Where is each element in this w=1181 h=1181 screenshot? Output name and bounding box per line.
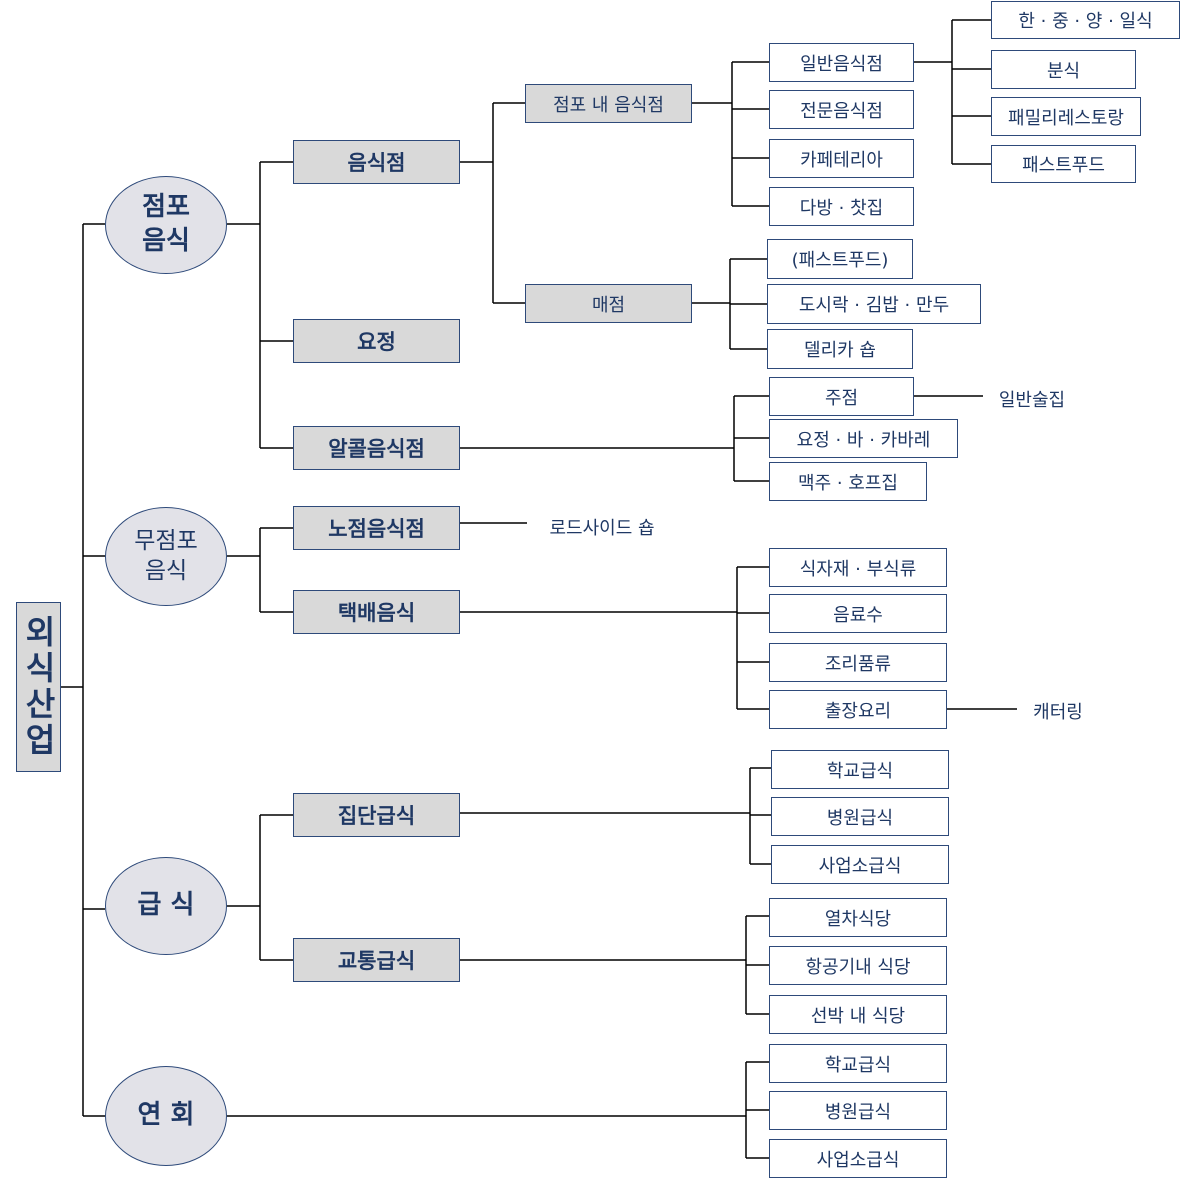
yojeong-bar-cabaret-box: 요정 · 바 · 카바레 [769, 419, 958, 458]
fastfood-paren-box: (패스트푸드) [767, 239, 913, 279]
hospital-meal-box: 병원급식 [771, 797, 949, 836]
train-dining-box: 열차식당 [769, 898, 947, 937]
alcohol-restaurant-box: 알콜음식점 [293, 426, 460, 470]
banquet-workplace-meal-box: 사업소급식 [769, 1139, 947, 1178]
school-meal-box: 학교급식 [771, 750, 949, 789]
category-meal-service: 급 식 [105, 857, 227, 955]
ship-dining-box: 선박 내 식당 [769, 995, 947, 1034]
deli-shop-box: 델리카 숍 [767, 329, 913, 369]
kiosk-box: 매점 [525, 284, 692, 323]
korean-chinese-western-japanese-box: 한 · 중 · 양 · 일식 [991, 1, 1180, 39]
yojeong-box: 요정 [293, 319, 460, 363]
airline-dining-box: 항공기내 식당 [769, 946, 947, 985]
catering-label: 캐터링 [1033, 702, 1083, 723]
general-pub-label: 일반술집 [998, 390, 1066, 411]
roadside-shop-label: 로드사이드 숍 [549, 518, 655, 539]
fastfood-box: 패스트푸드 [991, 145, 1136, 183]
banquet-school-meal-box: 학교급식 [769, 1044, 947, 1083]
category-banquet: 연 회 [105, 1066, 227, 1166]
ingredients-box: 식자재 · 부식류 [769, 548, 947, 587]
category-nonstore-food: 무점포 음식 [105, 507, 227, 606]
street-stall-box: 노점음식점 [293, 506, 460, 550]
restaurant-box: 음식점 [293, 140, 460, 184]
bunsik-box: 분식 [991, 50, 1136, 89]
workplace-meal-box: 사업소급식 [771, 845, 949, 884]
beer-hof-box: 맥주 · 호프집 [769, 462, 927, 501]
delivery-food-box: 택배음식 [293, 590, 460, 634]
general-restaurant-box: 일반음식점 [769, 43, 914, 82]
family-restaurant-box: 패밀리레스토랑 [991, 97, 1141, 136]
group-meal-box: 집단급식 [293, 793, 460, 837]
cafeteria-box: 카페테리아 [769, 139, 914, 178]
beverage-box: 음료수 [769, 594, 947, 633]
category-store-food: 점포 음식 [105, 176, 227, 274]
specialty-restaurant-box: 전문음식점 [769, 90, 914, 129]
teahouse-box: 다방 · 찻집 [769, 187, 914, 226]
pub-box: 주점 [769, 377, 914, 416]
root-food-industry: 외식산업 [16, 602, 61, 772]
transport-meal-box: 교통급식 [293, 938, 460, 982]
catering-cook-box: 출장요리 [769, 690, 947, 729]
in-store-restaurant-box: 점포 내 음식점 [525, 84, 692, 123]
cooked-food-box: 조리품류 [769, 643, 947, 682]
banquet-hospital-meal-box: 병원급식 [769, 1091, 947, 1130]
lunchbox-box: 도시락 · 김밥 · 만두 [767, 284, 981, 324]
